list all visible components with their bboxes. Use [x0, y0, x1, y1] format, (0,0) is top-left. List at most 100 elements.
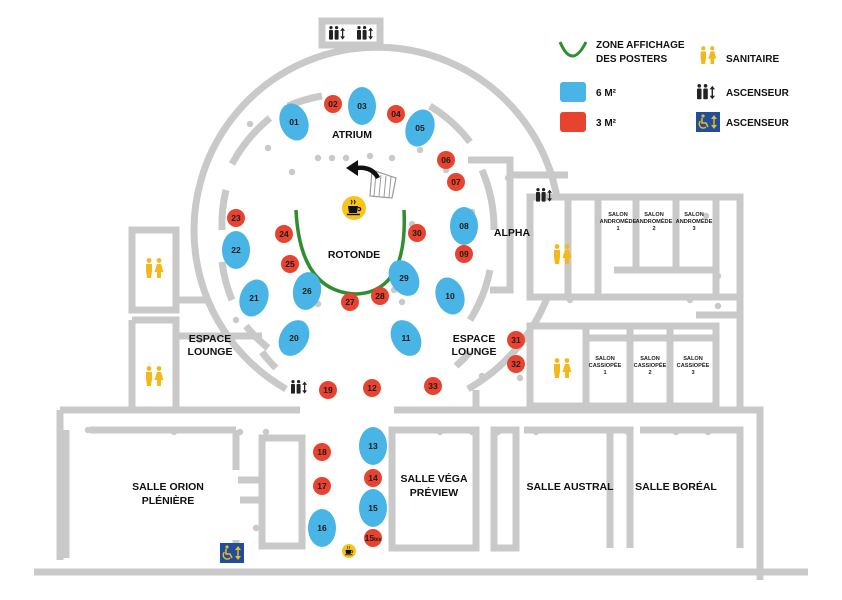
stand-6m2-shape[interactable]	[290, 270, 324, 312]
stand-01[interactable]: 01	[274, 99, 313, 144]
stand-10[interactable]: 10	[430, 273, 469, 318]
stand-3m2-shape[interactable]	[371, 287, 389, 305]
stand-08[interactable]: 08	[450, 207, 478, 245]
legend-poster-zone-swatch	[558, 41, 588, 58]
stand-6m2-shape[interactable]	[222, 231, 250, 269]
stand-3m2-shape[interactable]	[387, 105, 405, 123]
stand-6m2-shape[interactable]	[272, 315, 315, 362]
pillar	[406, 544, 414, 552]
stand-3m2-shape[interactable]	[313, 477, 331, 495]
stand-04[interactable]: 04	[387, 105, 405, 123]
stand-number: 16	[317, 523, 327, 533]
stand-6m2-shape[interactable]	[359, 489, 387, 527]
pillar	[704, 428, 712, 436]
stand-3m2-shape[interactable]	[341, 293, 359, 311]
stand-32[interactable]: 32	[507, 355, 525, 373]
stand-number: 31	[511, 335, 521, 345]
stand-number: 27	[345, 297, 355, 307]
stand-33[interactable]: 33	[424, 377, 442, 395]
room-atrium-label: ATRIUM	[332, 129, 372, 141]
stand-17[interactable]: 17	[313, 477, 331, 495]
stand-3m2-shape[interactable]	[319, 381, 337, 399]
stand-22[interactable]: 22	[222, 231, 250, 269]
stand-3m2-shape[interactable]	[281, 255, 299, 273]
stand-3m2-shape[interactable]	[227, 209, 245, 227]
stand-25[interactable]: 25	[281, 255, 299, 273]
pillar	[264, 144, 272, 152]
stand-3m2-shape[interactable]	[364, 469, 382, 487]
stand-30[interactable]: 30	[408, 224, 426, 242]
stand-24[interactable]: 24	[275, 225, 293, 243]
sanitaire-icon	[554, 358, 572, 378]
stand-02[interactable]: 02	[324, 95, 342, 113]
stand-14[interactable]: 14	[364, 469, 382, 487]
stand-number: 15	[368, 503, 378, 513]
stand-3m2-shape[interactable]	[424, 377, 442, 395]
pillar	[328, 154, 336, 162]
stand-26[interactable]: 26	[290, 270, 324, 312]
stand-3m2-shape[interactable]	[507, 331, 525, 349]
stand-19[interactable]: 19	[319, 381, 337, 399]
stand-31[interactable]: 31	[507, 331, 525, 349]
stand-6m2-shape[interactable]	[348, 87, 376, 125]
stand-number: 13	[368, 441, 378, 451]
stand-6m2-shape[interactable]	[308, 509, 336, 547]
arrow-left-icon	[346, 160, 381, 180]
stand-3m2-shape[interactable]	[275, 225, 293, 243]
stand-07[interactable]: 07	[447, 173, 465, 191]
stand-11[interactable]: 11	[384, 315, 427, 362]
stand-3m2-shape[interactable]	[408, 224, 426, 242]
salle-boreal-label: SALLE BORÉAL	[635, 480, 717, 493]
stand-6m2-shape[interactable]	[274, 99, 313, 144]
stand-3m2-shape[interactable]	[363, 379, 381, 397]
legend-6m2-label: 6 M²	[596, 88, 617, 99]
stand-16[interactable]: 16	[308, 509, 336, 547]
stand-6m2-shape[interactable]	[384, 315, 427, 362]
stand-number: 15bis	[365, 533, 382, 543]
stand-6m2-shape[interactable]	[234, 275, 273, 320]
stand-number: 04	[391, 109, 401, 119]
stand-06[interactable]: 06	[437, 151, 455, 169]
elevator-icon	[291, 380, 307, 394]
stand-09[interactable]: 09	[455, 245, 473, 263]
stand-number: 17	[317, 481, 327, 491]
stand-20[interactable]: 20	[272, 315, 315, 362]
stand-3m2-shape[interactable]	[324, 95, 342, 113]
stand-3m2-shape[interactable]	[447, 173, 465, 191]
legend-ascenseur-label: ASCENSEUR	[726, 88, 790, 99]
elevator-icon	[357, 26, 373, 40]
stand-18[interactable]: 18	[313, 443, 331, 461]
stand-27[interactable]: 27	[341, 293, 359, 311]
stand-6m2-shape[interactable]	[382, 255, 425, 302]
stand-3m2-shape[interactable]	[507, 355, 525, 373]
stand-05[interactable]: 05	[400, 105, 439, 150]
stand-13[interactable]: 13	[359, 427, 387, 465]
stand-12[interactable]: 12	[363, 379, 381, 397]
stand-6m2-shape[interactable]	[450, 207, 478, 245]
stand-29[interactable]: 29	[382, 255, 425, 302]
stand-3m2-shape[interactable]	[437, 151, 455, 169]
stand-3m2-shape[interactable]	[364, 529, 382, 547]
map-icons	[146, 26, 572, 563]
stand-number: 33	[428, 381, 438, 391]
stand-15bis[interactable]: 15bis	[364, 529, 382, 547]
stand-6m2-shape[interactable]	[359, 427, 387, 465]
stand-15[interactable]: 15	[359, 489, 387, 527]
stand-28[interactable]: 28	[371, 287, 389, 305]
stand-6m2-shape[interactable]	[430, 273, 469, 318]
stand-number: 08	[459, 221, 469, 231]
pillar	[532, 428, 540, 436]
stand-03[interactable]: 03	[348, 87, 376, 125]
stand-number: 21	[249, 293, 259, 303]
stand-3m2-shape[interactable]	[455, 245, 473, 263]
stand-number: 32	[511, 359, 521, 369]
stand-6m2-shape[interactable]	[400, 105, 439, 150]
pillar	[494, 428, 502, 436]
stand-21[interactable]: 21	[234, 275, 273, 320]
stand-3m2-shape[interactable]	[313, 443, 331, 461]
stand-23[interactable]: 23	[227, 209, 245, 227]
